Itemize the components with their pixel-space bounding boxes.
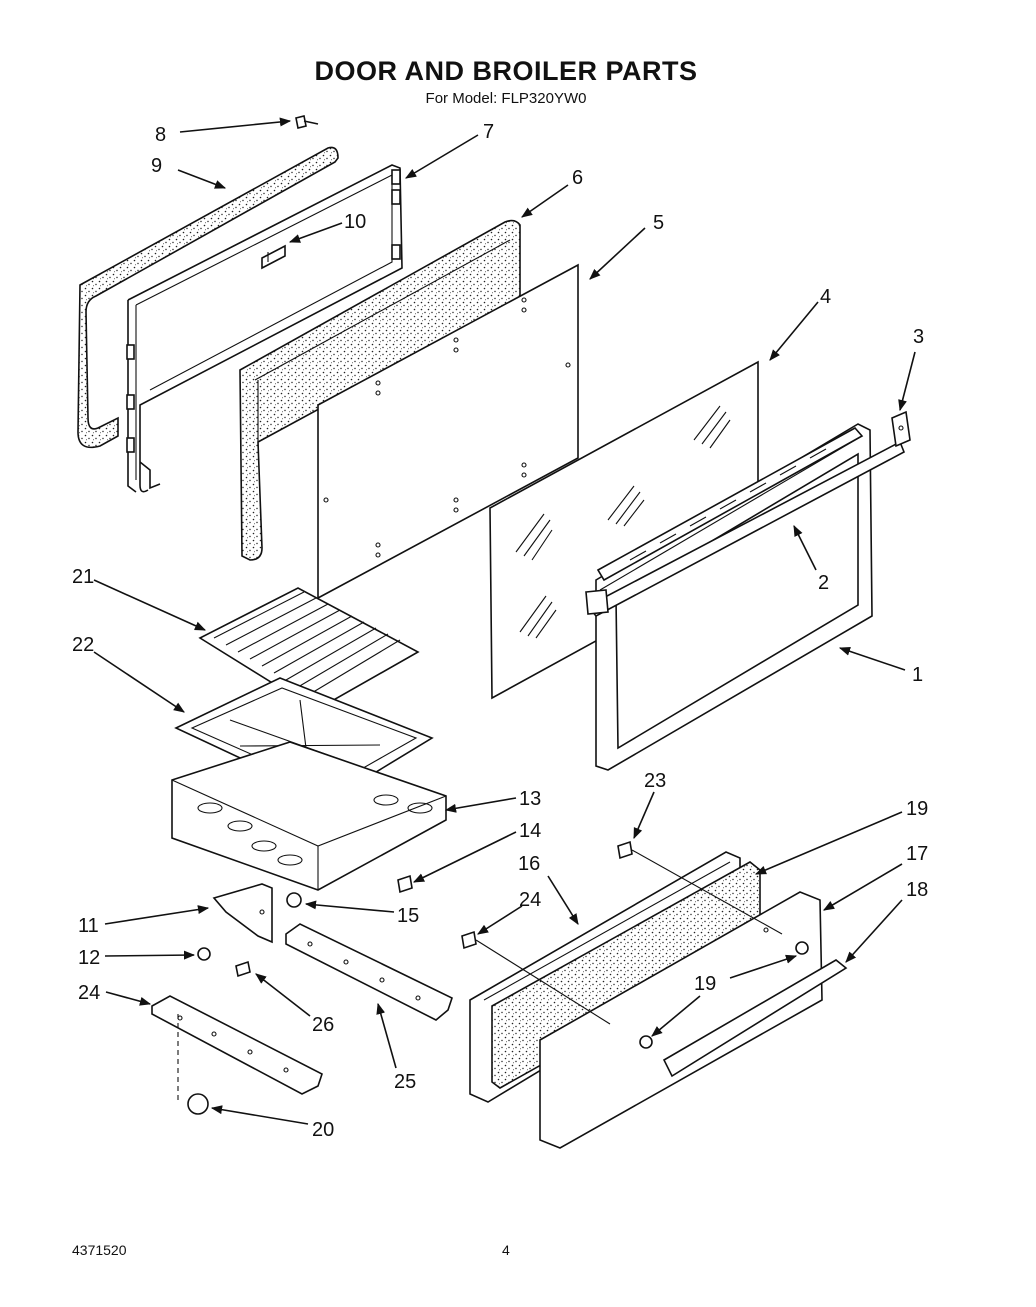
screw-part-24-a (617, 840, 783, 935)
callout-6: 6 (572, 167, 583, 189)
callout-3: 3 (913, 326, 924, 348)
rail-part-25-upper (285, 923, 453, 1021)
callout-25-left: 24 (78, 982, 100, 1004)
callout-24-left: 24 (519, 889, 541, 911)
drawer-front-panel-part-17 (539, 891, 823, 1149)
model-subtitle: For Model: FLP320YW0 (425, 90, 587, 107)
callout-24-top: 23 (644, 770, 666, 792)
callout-19: 19 (694, 973, 716, 995)
callout-13: 13 (519, 788, 541, 810)
nut-part-19-a (795, 941, 809, 955)
callout-15: 15 (397, 905, 419, 927)
callout-8: 8 (155, 124, 166, 146)
callout-10: 10 (344, 211, 366, 233)
rail-part-25-lower (151, 995, 323, 1100)
bracket-part-11 (212, 883, 273, 944)
drawer-handle-part-18 (662, 959, 848, 1078)
callout-16: 16 (518, 853, 540, 875)
page-number: 4 (502, 1242, 510, 1258)
callout-14: 14 (519, 820, 541, 842)
screw-part-26 (235, 960, 251, 978)
callout-12: 12 (78, 947, 100, 969)
screw-part-14 (397, 874, 413, 894)
nut-part-19-b (639, 1035, 653, 1049)
leader-lines (93, 117, 916, 1125)
callout-25-center: 25 (394, 1071, 416, 1093)
callout-20: 20 (312, 1119, 334, 1141)
door-gasket-part-9 (77, 146, 339, 449)
document-number: 4371520 (72, 1242, 127, 1258)
broiler-pan-part-13 (171, 741, 447, 891)
callout-2: 2 (818, 572, 829, 594)
callout-9: 9 (151, 155, 162, 177)
clip-part-10 (261, 244, 286, 270)
inner-door-panel-part-7 (126, 164, 403, 493)
screw-part-24-b (461, 930, 611, 1025)
clip-part-15 (286, 892, 302, 908)
foot-part-20 (187, 1093, 209, 1115)
door-insulation-part-6 (239, 219, 521, 561)
page-title: DOOR AND BROILER PARTS (314, 56, 698, 86)
callout-labels: 8 9 7 10 6 5 4 3 2 1 21 22 13 14 16 15 1… (72, 121, 928, 1141)
callout-11: 11 (78, 915, 99, 937)
callout-22: 22 (72, 634, 94, 656)
inner-glass-part-5 (317, 263, 579, 600)
hinge-part-3 (891, 410, 911, 448)
callout-1: 1 (912, 664, 923, 686)
callout-5: 5 (653, 212, 664, 234)
screw-part-8 (295, 115, 319, 129)
callout-23: 19 (906, 798, 928, 820)
callout-17: 17 (906, 843, 928, 865)
callout-4: 4 (820, 286, 831, 308)
callout-21: 21 (72, 566, 94, 588)
callout-26: 26 (312, 1014, 334, 1036)
callout-7: 7 (483, 121, 494, 143)
plug-part-12 (197, 947, 211, 961)
vent-strip-part-2 (585, 426, 906, 618)
callout-18: 18 (906, 879, 928, 901)
